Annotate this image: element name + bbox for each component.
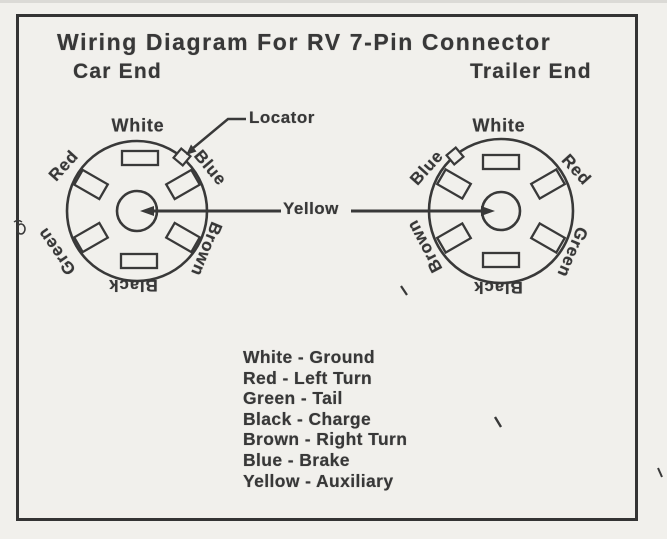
locator-callout	[186, 117, 246, 155]
trailer-pin-lower-left	[435, 221, 473, 255]
car-locator-notch	[171, 146, 193, 168]
legend-item-green: Green - Tail	[243, 388, 343, 409]
yellow-wire-label: Yellow	[283, 199, 339, 218]
legend-item-white: White - Ground	[243, 347, 375, 367]
legend-item-red: Red - Left Turn	[243, 367, 373, 388]
car-pin-lower-left	[72, 221, 110, 254]
legend-item-yellow: Yellow - Auxiliary	[243, 470, 394, 491]
car-end-heading: Car End	[73, 60, 162, 83]
scan-artifacts	[13, 219, 663, 478]
yellow-wire-arrowhead-left-icon	[140, 206, 154, 216]
trailer-end-heading: Trailer End	[470, 60, 592, 83]
trailer-locator-notch	[444, 145, 466, 167]
car-pin-lower-right	[164, 221, 202, 254]
legend-item-blue: Blue - Brake	[243, 449, 350, 470]
locator-leader-line	[191, 117, 246, 150]
trailer-pin-label-white: White	[472, 115, 526, 136]
car-pin-label-black: Black	[108, 276, 158, 295]
trailer-pin-top	[481, 153, 521, 171]
car-pin-upper-right	[164, 168, 202, 201]
scan-speck-right-edge	[657, 467, 663, 478]
legend-item-brown: Brown - Right Turn	[243, 429, 408, 450]
trailer-pin-label-black: Black	[473, 278, 523, 297]
scan-speck-left-edge	[16, 223, 26, 235]
legend-item-black: Black - Charge	[243, 408, 372, 429]
trailer-pin-bottom	[481, 251, 521, 269]
trailer-connector	[427, 137, 575, 285]
locator-label: Locator	[249, 108, 315, 127]
scan-speck-under-trailer	[400, 285, 408, 296]
car-pin-upper-left	[72, 168, 110, 201]
scan-speck-mid-right	[493, 416, 503, 428]
yellow-wire	[140, 206, 495, 216]
scan-artifact-top-streak	[0, 0, 667, 3]
yellow-wire-arrowhead-right-icon	[481, 206, 495, 216]
car-pin-top	[120, 149, 160, 167]
locator-arrowhead-icon	[186, 144, 197, 155]
car-pin-bottom	[119, 252, 159, 270]
wiring-legend: White - Ground Red - Left Turn Green - T…	[243, 347, 407, 491]
trailer-pin-upper-right	[529, 167, 567, 201]
trailer-pin-lower-right	[529, 221, 567, 255]
diagram-border-frame	[16, 14, 638, 521]
car-pin-label-white: White	[111, 115, 165, 136]
trailer-pin-upper-left	[435, 167, 473, 201]
diagram-title: Wiring Diagram For RV 7-Pin Connector	[57, 29, 552, 55]
scan-speck-left-tilde	[13, 219, 23, 223]
